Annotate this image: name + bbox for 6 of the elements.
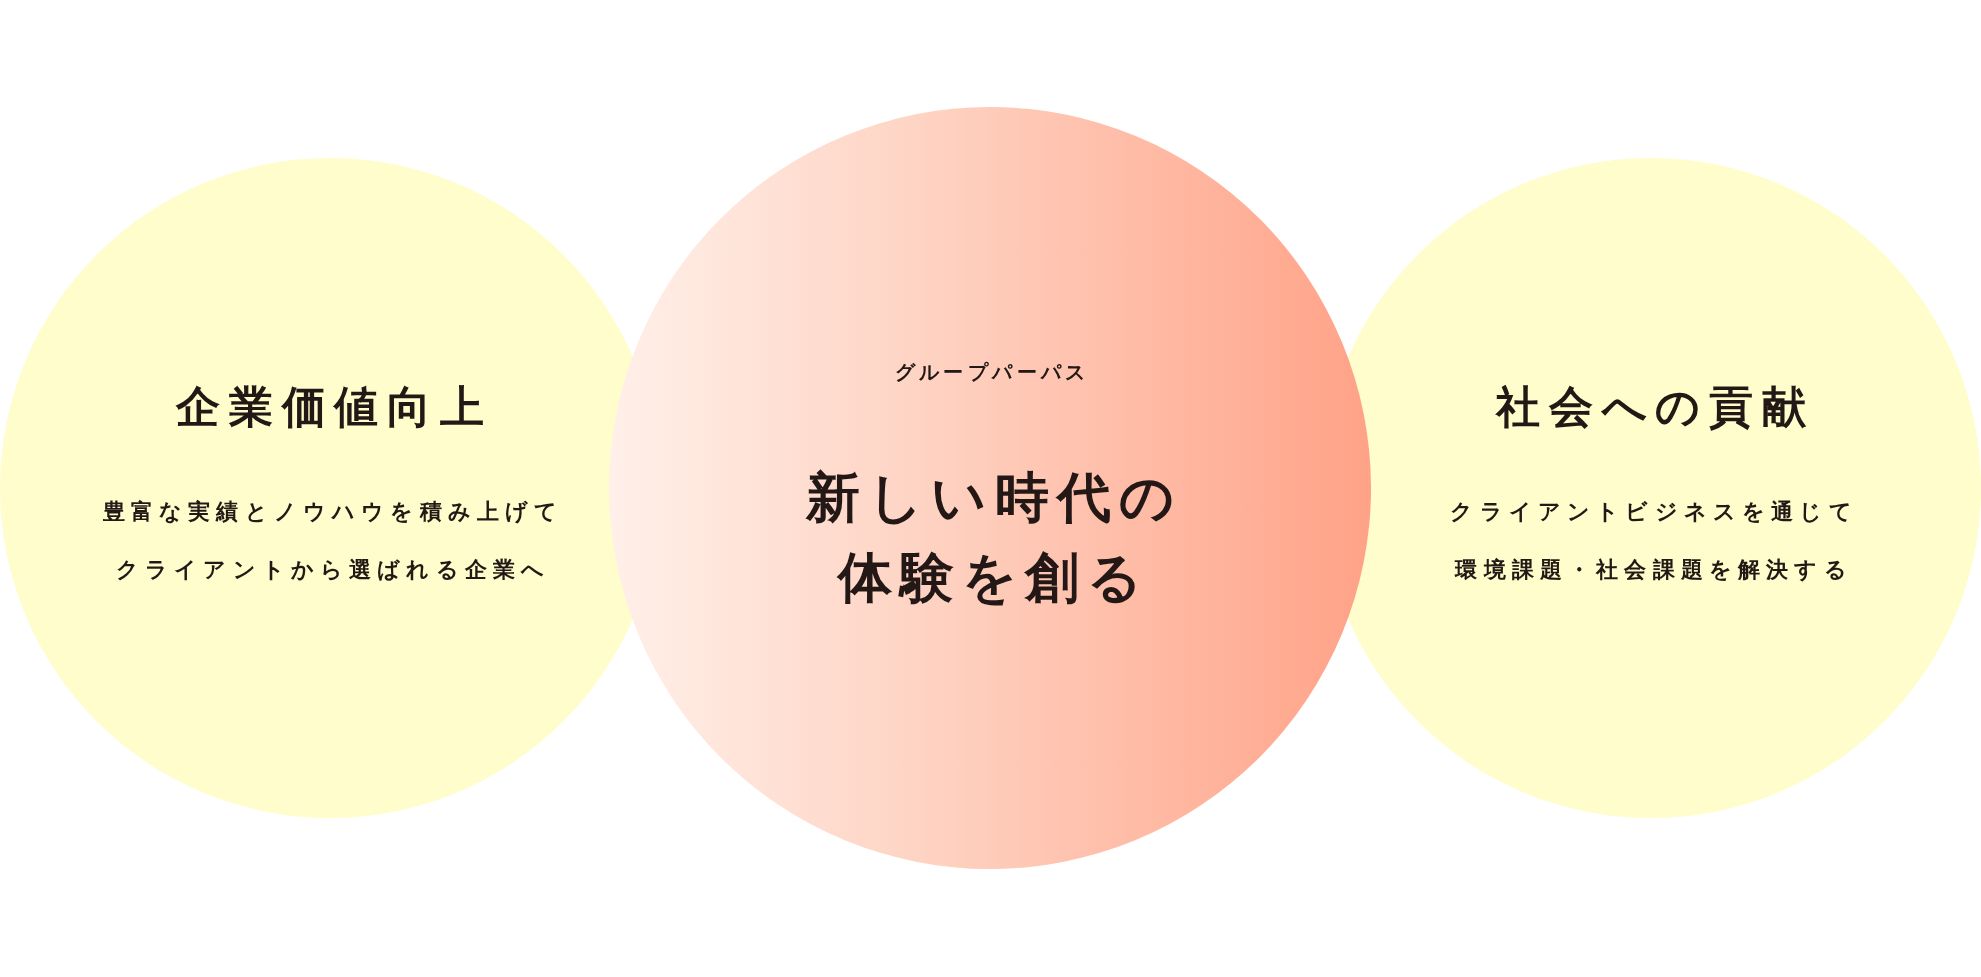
purpose-statement: 新しい時代の体験を創る [804,465,1182,611]
purpose-label: グループパーパス [893,360,1090,384]
circle-description: 豊富な実績とノウハウを積み上げてクライアントから選ばれる企業へ [101,498,564,584]
circle-description: クライアントビジネスを通じて環境課題・社会課題を解決する [1449,498,1858,584]
circle-heading: 社会への貢献 [1494,380,1815,433]
circle-heading: 企業価値向上 [174,380,493,433]
